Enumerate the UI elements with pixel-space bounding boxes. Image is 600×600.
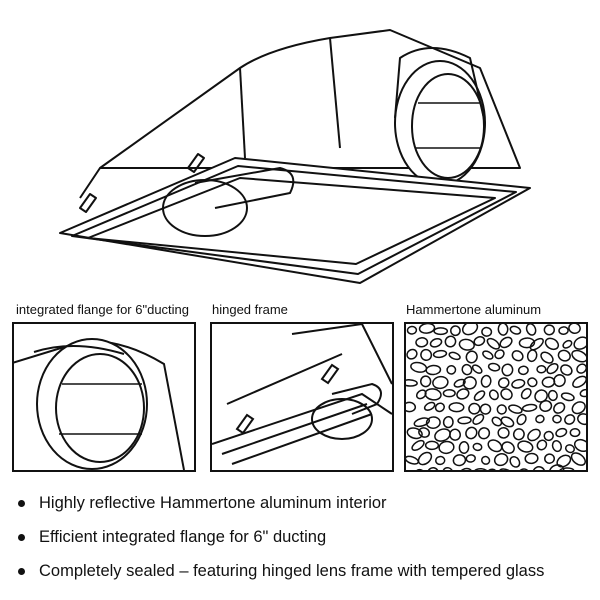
hammertone-texture-panel [404, 322, 588, 472]
feature-item: Efficient integrated flange for 6" ducti… [16, 526, 544, 560]
feature-text: Highly reflective Hammertone aluminum in… [39, 494, 387, 512]
caption-hinged-frame: hinged frame [212, 302, 288, 317]
feature-item: Highly reflective Hammertone aluminum in… [16, 492, 544, 526]
caption-flange: integrated flange for 6"ducting [16, 302, 190, 317]
feature-list: Highly reflective Hammertone aluminum in… [16, 492, 544, 594]
caption-hammertone: Hammertone aluminum [406, 302, 542, 317]
bullet-dot-icon [18, 568, 25, 575]
bullet-dot-icon [18, 534, 25, 541]
bullet-dot-icon [18, 500, 25, 507]
reflector-illustration [40, 8, 570, 293]
feature-item: Completely sealed – featuring hinged len… [16, 560, 544, 594]
flange-detail-panel [12, 322, 196, 472]
feature-text: Efficient integrated flange for 6" ducti… [39, 528, 327, 546]
hinged-frame-detail-panel [210, 322, 394, 472]
feature-text: Completely sealed – featuring hinged len… [39, 562, 545, 580]
